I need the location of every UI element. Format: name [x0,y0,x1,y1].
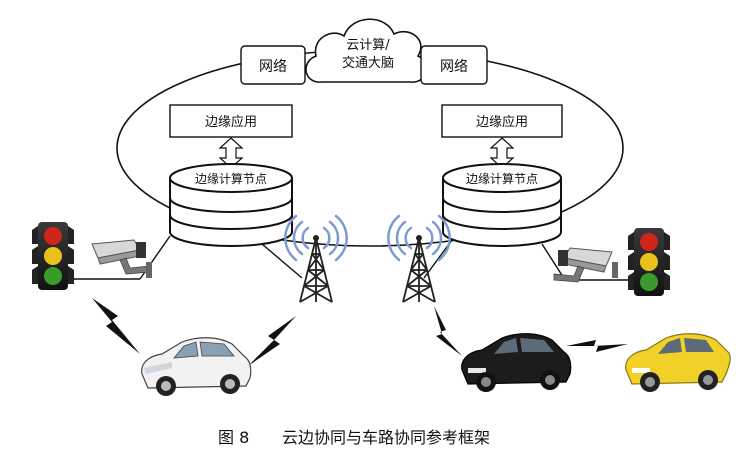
network-label-left: 网络 [259,59,287,75]
edge-node-left [169,163,293,247]
connection-lines [74,235,634,281]
network-box-right [420,45,488,85]
camera-icon [553,247,618,283]
figure-caption: 云边协同与车路协同参考框架 [282,428,490,447]
camera-icon [91,239,152,278]
lightning-icon [566,340,628,352]
antenna-tower-icon [387,214,451,303]
traffic-light-icon [32,222,74,290]
lightning-icon [92,298,140,354]
edge-node-right [442,163,562,247]
edge-node-label-right: 边缘计算节点 [466,171,538,186]
cloud-label-line2: 交通大脑 [342,55,394,71]
network-box-left [240,45,306,85]
edge-app-box-right [441,104,563,138]
network-label-right: 网络 [440,59,468,75]
antenna-tower-icon [284,214,348,303]
edge-app-label-right: 边缘应用 [476,114,528,130]
car-icon [141,337,252,396]
edge-app-label-left: 边缘应用 [205,114,257,130]
lightning-icon [434,306,462,356]
car-icon [625,333,731,392]
edge-app-box-left [169,104,293,138]
figure-number: 图 8 [218,428,249,447]
traffic-light-icon [628,228,670,296]
lightning-icon [248,316,296,366]
edge-node-label-left: 边缘计算节点 [195,171,267,186]
car-icon [461,333,572,392]
cloud-label-line1: 云计算/ [346,38,390,53]
